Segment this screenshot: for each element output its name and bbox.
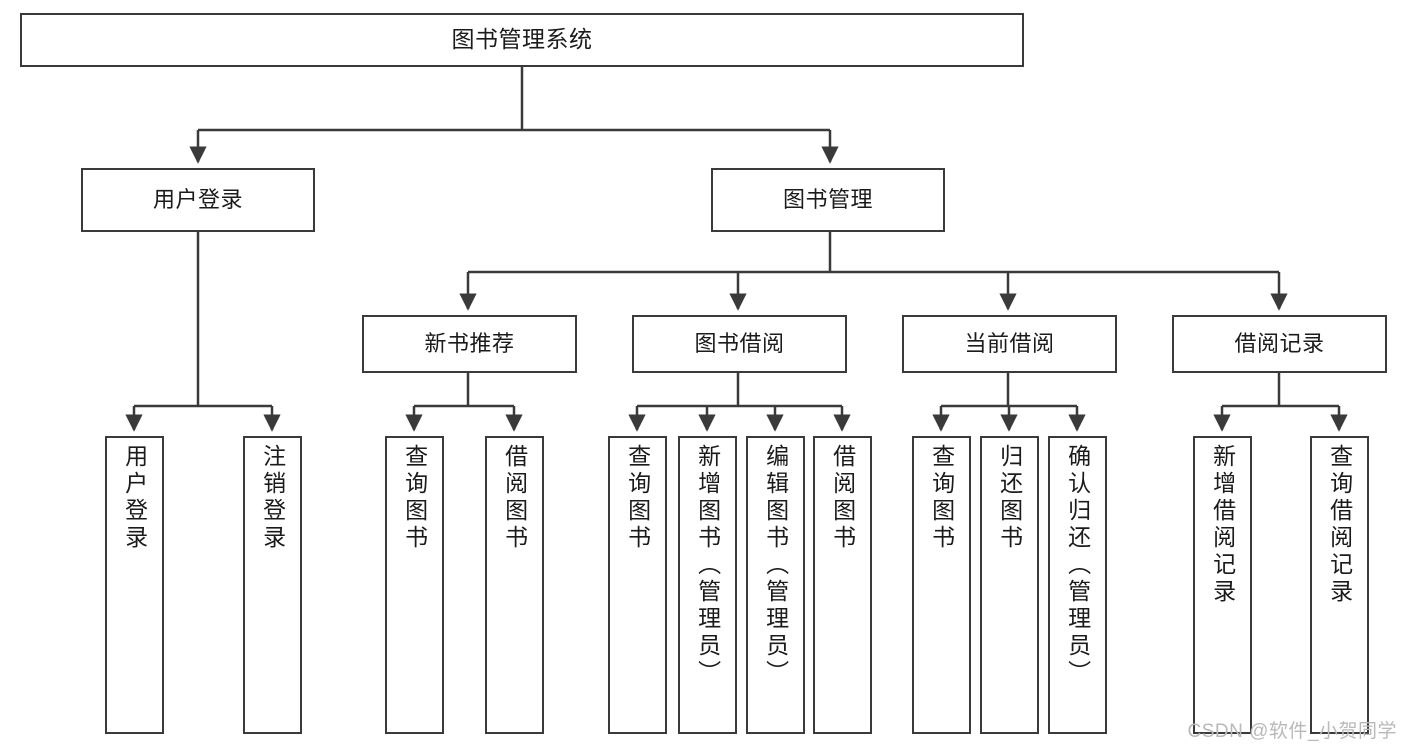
csdn-watermark: CSDN @软件_小贺同学 <box>1187 721 1397 742</box>
node-label: 归还图书 <box>996 444 1023 552</box>
node-book-management[interactable]: 图书管理 <box>711 168 945 232</box>
node-book-borrow[interactable]: 图书借阅 <box>632 315 847 373</box>
node-label: 注销登录 <box>259 444 286 552</box>
node-label: 借阅图书 <box>829 444 856 552</box>
leaf-confirm-return[interactable]: 确认归还（管理员） <box>1048 436 1107 734</box>
leaf-user-login[interactable]: 用户登录 <box>105 436 164 734</box>
leaf-borrow-book[interactable]: 借阅图书 <box>813 436 872 734</box>
node-label: 查询图书 <box>928 444 955 552</box>
node-label: 编辑图书（管理员） <box>762 444 789 687</box>
leaf-query-book-borrow[interactable]: 查询图书 <box>608 436 667 734</box>
node-label: 借阅图书 <box>501 444 528 552</box>
leaf-add-borrow-record[interactable]: 新增借阅记录 <box>1193 436 1252 734</box>
leaf-query-book-current[interactable]: 查询图书 <box>912 436 971 734</box>
leaf-add-book[interactable]: 新增图书（管理员） <box>678 436 737 734</box>
node-label: 用户登录 <box>121 444 148 552</box>
node-label: 当前借阅 <box>964 330 1055 356</box>
node-label: 确认归还（管理员） <box>1064 444 1091 687</box>
leaf-return-book[interactable]: 归还图书 <box>980 436 1039 734</box>
leaf-query-book-recommend[interactable]: 查询图书 <box>385 436 444 734</box>
leaf-logout-login[interactable]: 注销登录 <box>243 436 302 734</box>
node-label: 查询图书 <box>401 444 428 552</box>
node-label: 图书借阅 <box>694 330 785 356</box>
node-book-management-system[interactable]: 图书管理系统 <box>20 13 1024 67</box>
node-label: 图书管理系统 <box>451 26 593 53</box>
node-user-login[interactable]: 用户登录 <box>81 168 315 232</box>
leaf-query-borrow-record[interactable]: 查询借阅记录 <box>1310 436 1369 734</box>
node-label: 借阅记录 <box>1234 330 1325 356</box>
leaf-edit-book[interactable]: 编辑图书（管理员） <box>746 436 805 734</box>
node-borrow-record[interactable]: 借阅记录 <box>1172 315 1387 373</box>
node-label: 新书推荐 <box>424 330 515 356</box>
node-current-borrow[interactable]: 当前借阅 <box>902 315 1117 373</box>
node-label: 用户登录 <box>152 186 243 212</box>
node-label: 图书管理 <box>782 186 873 212</box>
node-new-book-recommend[interactable]: 新书推荐 <box>362 315 577 373</box>
node-label: 新增图书（管理员） <box>694 444 721 687</box>
node-label: 查询图书 <box>624 444 651 552</box>
node-label: 查询借阅记录 <box>1326 444 1353 606</box>
leaf-borrow-book-recommend[interactable]: 借阅图书 <box>485 436 544 734</box>
node-label: 新增借阅记录 <box>1209 444 1236 606</box>
